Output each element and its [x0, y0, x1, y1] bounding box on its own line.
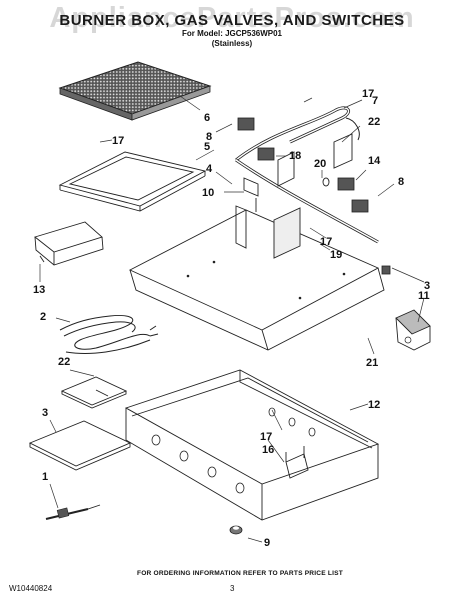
part-manifold-brackets [243, 133, 353, 212]
model-variant: (Stainless) [211, 39, 253, 48]
callout-6: 6 [204, 112, 210, 124]
callout-18: 18 [289, 150, 301, 162]
part-plate-small [60, 376, 128, 409]
ordering-note: FOR ORDERING INFORMATION REFER TO PARTS … [137, 570, 343, 577]
part-grommet [229, 525, 243, 535]
callout-17c: 17 [260, 431, 272, 443]
callout-17b: 17 [112, 135, 124, 147]
callout-2: 2 [40, 311, 46, 323]
page-number: 3 [230, 584, 235, 593]
callout-8a: 8 [206, 131, 212, 143]
callout-leaders [39, 95, 425, 543]
watermark: AppliancePartsPros.com [49, 2, 415, 34]
callout-12: 12 [368, 399, 380, 411]
part-heating-element [59, 315, 159, 354]
callout-13: 13 [33, 284, 45, 296]
diagram-title: BURNER BOX, GAS VALVES, AND SWITCHES [59, 12, 405, 29]
callout-19: 19 [330, 249, 342, 261]
callout-21: 21 [366, 357, 378, 369]
callout-3a: 3 [424, 280, 430, 292]
part-bracket [34, 221, 104, 266]
part-burner-box [128, 205, 385, 351]
part-plate-large [28, 420, 132, 471]
document-code: W10440824 [9, 584, 53, 593]
callout-17a: 17 [362, 88, 374, 100]
callout-11: 11 [418, 290, 430, 302]
part-gas-valves [237, 117, 391, 275]
callout-1: 1 [42, 471, 48, 483]
part-gas-manifold [235, 106, 379, 244]
part-grate [58, 61, 212, 121]
callout-5: 5 [204, 141, 210, 153]
callout-3b: 3 [42, 407, 48, 419]
part-chassis [124, 369, 380, 521]
callout-16: 16 [262, 444, 274, 456]
callout-17d: 17 [320, 236, 332, 248]
callout-14: 14 [368, 155, 381, 167]
callout-22b: 22 [58, 356, 70, 368]
callout-10: 10 [202, 187, 214, 199]
callout-4: 4 [206, 163, 213, 175]
callout-8b: 8 [398, 176, 404, 188]
model-number: For Model: JGCP536WP01 [181, 29, 283, 38]
callout-22a: 22 [368, 116, 380, 128]
part-lower-bracket [285, 446, 309, 479]
callout-9: 9 [264, 537, 270, 549]
callout-7: 7 [372, 95, 378, 107]
callout-20: 20 [314, 158, 326, 170]
callout-labels: 6 17 7 8 5 22 18 4 20 14 10 8 17 19 3 13… [33, 88, 430, 549]
part-igniter [45, 504, 101, 520]
part-regulator [395, 309, 431, 351]
part-tray-frame [58, 151, 207, 212]
